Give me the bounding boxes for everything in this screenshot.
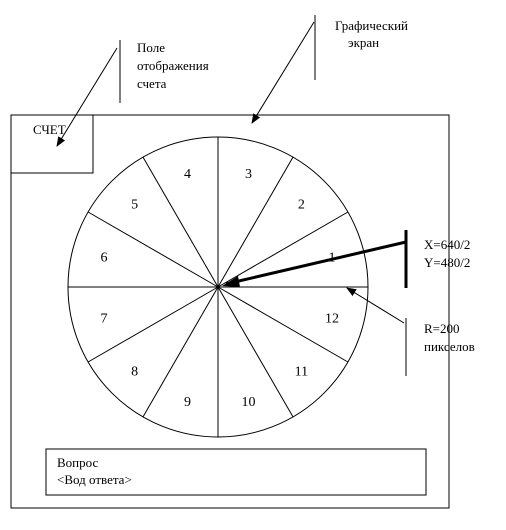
sector-label: 10 <box>242 395 256 410</box>
screen-label-line-2: экран <box>348 35 379 50</box>
radius-label-arrow <box>346 287 405 324</box>
screen-label-arrow <box>251 21 315 124</box>
wheel-spokes <box>68 137 368 437</box>
sector-label: 7 <box>101 312 108 327</box>
wheel-spoke <box>87 211 219 288</box>
center-pointer-shaft <box>225 240 407 286</box>
score-label-arrow <box>56 47 118 147</box>
score-label-line-2: отображения <box>137 58 209 73</box>
wheel-spoke <box>217 156 294 288</box>
sector-label: 8 <box>131 364 138 379</box>
screen-label-line-1: Графический <box>335 18 408 33</box>
graphics-screen-frame <box>10 114 450 509</box>
question-title: Вопрос <box>57 455 98 470</box>
sector-label: 9 <box>184 395 191 410</box>
sector-label: 6 <box>101 251 108 266</box>
sector-label: 5 <box>131 198 138 213</box>
wheel-spoke <box>217 211 349 288</box>
question-box <box>45 448 427 496</box>
wheel-spoke <box>217 286 294 418</box>
wheel-spoke <box>87 286 219 363</box>
sector-label: 3 <box>245 167 252 182</box>
score-box <box>10 114 94 174</box>
center-label-y: Y=480/2 <box>424 255 470 270</box>
score-label-line-1: Поле <box>137 40 165 55</box>
sector-label: 11 <box>295 364 308 379</box>
wheel-spoke <box>142 286 219 418</box>
answer-input-prompt[interactable]: <Вод ответа> <box>57 472 132 487</box>
sector-label: 12 <box>325 312 339 327</box>
sector-label: 2 <box>298 198 305 213</box>
center-pointer-arrowhead <box>222 276 240 287</box>
wheel-spoke <box>142 156 219 288</box>
sector-label: 4 <box>184 167 191 182</box>
wheel-spoke <box>217 286 349 363</box>
score-label-line-3: счета <box>137 76 167 91</box>
radius-label-unit: пикселов <box>424 339 475 354</box>
center-label-x: X=640/2 <box>424 237 470 252</box>
score-box-text: СЧЕТ <box>33 122 66 137</box>
radius-label-value: R=200 <box>424 321 460 336</box>
